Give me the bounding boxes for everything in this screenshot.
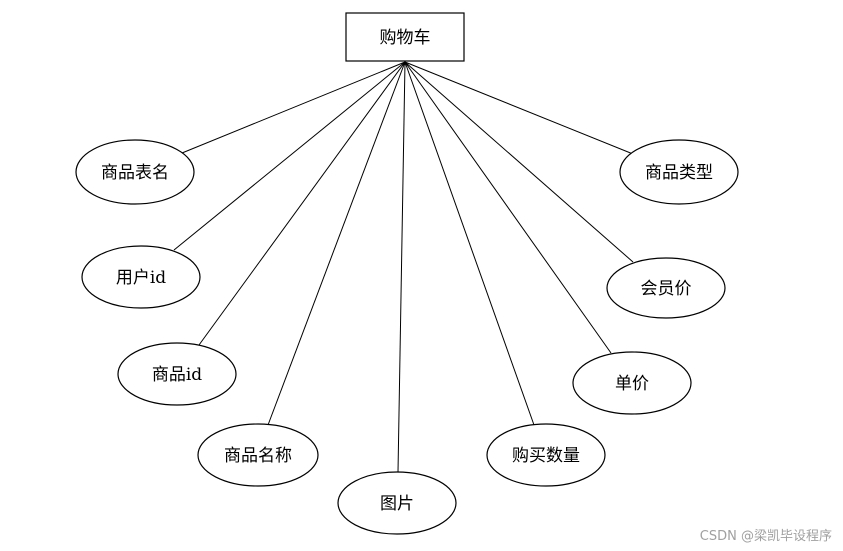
attribute-label-member-price: 会员价 (641, 279, 692, 299)
attribute-label-purchase-quantity: 购买数量 (512, 446, 580, 466)
connector-line-member-price (404, 61, 634, 263)
connector-line-product-type (404, 61, 634, 155)
attribute-label-unit-price: 单价 (615, 374, 649, 394)
connector-line-product-name (267, 61, 406, 426)
attribute-ellipse-user-id (81, 245, 201, 309)
attribute-label-product-type: 商品类型 (645, 163, 713, 183)
attribute-label-product-table-name: 商品表名 (101, 163, 169, 183)
watermark: CSDN @梁凯毕设程序 (699, 529, 832, 544)
attribute-label-product-name: 商品名称 (224, 446, 292, 466)
connector-line-purchase-quantity (404, 61, 535, 426)
entity-box (345, 12, 465, 62)
attribute-ellipse-member-price (606, 257, 726, 319)
attribute-ellipse-product-id (117, 342, 237, 406)
attribute-ellipse-product-type (619, 139, 739, 205)
attribute-ellipse-product-name (197, 423, 319, 487)
entity-label: 购物车 (380, 28, 431, 48)
connector-line-product-id (198, 61, 406, 346)
connector-line-unit-price (404, 61, 612, 354)
attribute-label-image: 图片 (380, 494, 414, 514)
connector-line-user-id (173, 61, 406, 251)
connector-line-product-table-name (181, 61, 406, 154)
attribute-ellipse-product-table-name (75, 139, 195, 205)
connector-line-image (397, 61, 406, 473)
attribute-ellipse-unit-price (572, 351, 692, 415)
attribute-ellipse-image (337, 471, 457, 535)
attribute-label-product-id: 商品id (152, 365, 202, 385)
attribute-label-user-id: 用户id (116, 268, 166, 288)
relationship-lines (173, 61, 634, 473)
attribute-ellipse-purchase-quantity (486, 423, 606, 487)
